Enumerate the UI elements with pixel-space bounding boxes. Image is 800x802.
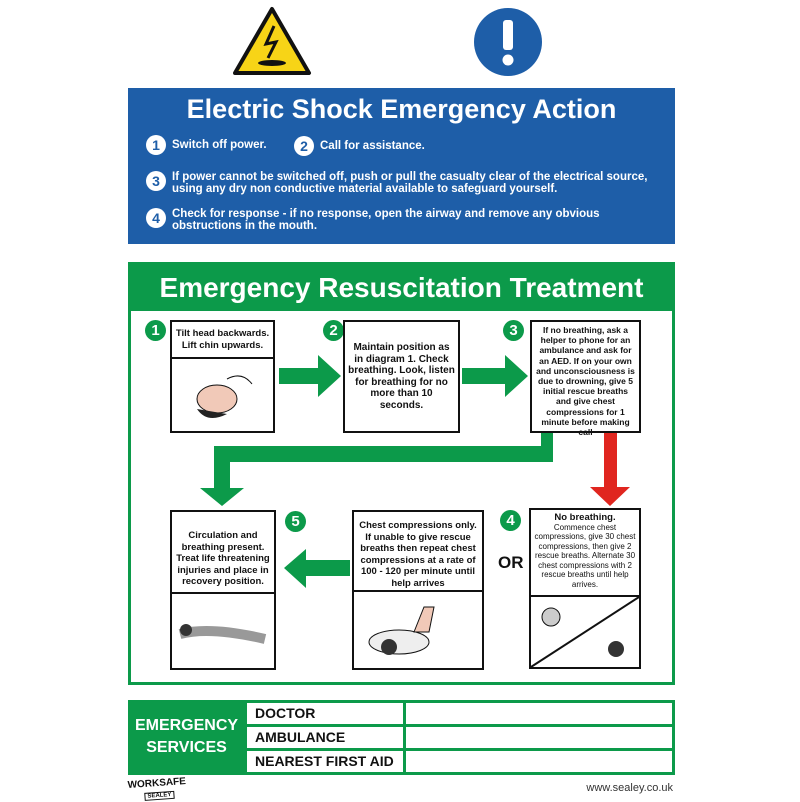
website-url: www.sealey.co.uk bbox=[586, 782, 673, 794]
doctor-field[interactable] bbox=[406, 703, 672, 724]
resus-step-5-number: 5 bbox=[285, 511, 306, 532]
step-number: 1 bbox=[146, 135, 166, 155]
step-text: Call for assistance. bbox=[320, 140, 425, 152]
resus-step-2-box: Maintain position as in diagram 1. Check… bbox=[343, 320, 460, 433]
resus-step-1-number: 1 bbox=[145, 320, 166, 341]
shock-step-3: 3 If power cannot be switched off, push o… bbox=[146, 171, 666, 195]
step-text: Tilt head backwards. Lift chin upwards. bbox=[175, 328, 270, 351]
resus-step-1-box: Tilt head backwards. Lift chin upwards. bbox=[170, 320, 275, 433]
shock-step-4: 4 Check for response - if no response, op… bbox=[146, 208, 646, 232]
arrow-right-icon bbox=[279, 355, 341, 397]
step-text: Check for response - if no response, ope… bbox=[172, 208, 600, 232]
arrow-left-icon bbox=[284, 549, 350, 588]
step-title: No breathing. bbox=[554, 512, 616, 523]
shock-step-1: 1 Switch off power. bbox=[146, 135, 267, 155]
doctor-label: DOCTOR bbox=[247, 703, 403, 724]
ambulance-field[interactable] bbox=[406, 727, 672, 748]
step-text: If no breathing, ask a helper to phone f… bbox=[536, 325, 635, 438]
resuscitation-panel: Emergency Resuscitation Treatment bbox=[128, 262, 675, 685]
ambulance-label: AMBULANCE bbox=[247, 727, 403, 748]
step-text: Commence chest compressions, give 30 che… bbox=[534, 522, 636, 589]
arrow-right-icon bbox=[462, 355, 528, 397]
resus-step-3-number: 3 bbox=[503, 320, 524, 341]
nearest-first-aid-field[interactable] bbox=[406, 751, 672, 772]
resus-step-4-number: 4 bbox=[500, 510, 521, 531]
arrow-down-red-icon bbox=[590, 432, 630, 506]
step-text: Circulation and breathing present. Treat… bbox=[176, 530, 270, 587]
arrow-down-icon bbox=[200, 432, 553, 506]
chest-compression-illustration bbox=[354, 590, 482, 655]
step-number: 4 bbox=[146, 208, 166, 228]
resuscitation-title: Emergency Resuscitation Treatment bbox=[131, 265, 672, 311]
step-number: 2 bbox=[294, 136, 314, 156]
electric-shock-title: Electric Shock Emergency Action bbox=[186, 94, 617, 124]
head-tilt-illustration bbox=[172, 357, 273, 418]
emergency-services-label: EMERGENCY SERVICES bbox=[134, 717, 239, 756]
alt-title: Chest compressions only. bbox=[359, 520, 477, 531]
step-text: If power cannot be switched off, push or… bbox=[172, 171, 648, 195]
electric-shock-panel: Electric Shock Emergency Action 1 Switch … bbox=[128, 88, 675, 244]
emergency-services-table: EMERGENCY SERVICES DOCTOR AMBULANCE NEAR… bbox=[128, 700, 675, 775]
chest-compressions-only-box: Chest compressions only.If unable to giv… bbox=[352, 510, 484, 670]
or-label: OR bbox=[498, 553, 524, 572]
step-text: Switch off power. bbox=[172, 139, 267, 151]
step-text: Maintain position as in diagram 1. Check… bbox=[348, 342, 455, 411]
resus-step-2-number: 2 bbox=[323, 320, 344, 341]
recovery-position-illustration bbox=[172, 592, 274, 644]
resus-step-3-box: If no breathing, ask a helper to phone f… bbox=[530, 320, 641, 437]
shock-step-2: 2 Call for assistance. bbox=[294, 136, 425, 156]
step-text: Chest compressions only.If unable to giv… bbox=[354, 512, 482, 592]
electric-shock-warning-icon bbox=[233, 7, 311, 75]
resus-step-5-box: Circulation and breathing present. Treat… bbox=[170, 510, 276, 670]
step-number: 3 bbox=[146, 171, 166, 191]
alt-text: If unable to give rescue breaths then re… bbox=[360, 531, 476, 589]
nearest-first-aid-label: NEAREST FIRST AID bbox=[247, 751, 403, 772]
rescue-breath-illustration bbox=[531, 595, 639, 667]
resus-step-4-box: No breathing.Commence chest compressions… bbox=[529, 508, 641, 669]
exclamation-mandatory-icon bbox=[474, 8, 542, 76]
